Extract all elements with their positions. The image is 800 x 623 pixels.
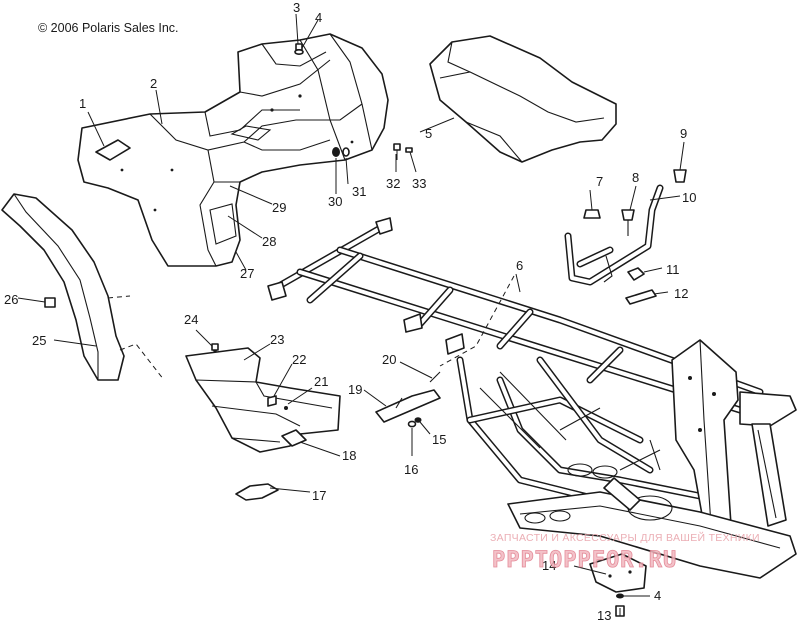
callout-20: 20 bbox=[382, 352, 396, 367]
fender-pad bbox=[95, 139, 131, 161]
callout-13: 13 bbox=[597, 608, 611, 623]
callout-3: 3 bbox=[293, 0, 300, 15]
callout-23: 23 bbox=[270, 332, 284, 347]
callout-7: 7 bbox=[596, 174, 603, 189]
seat bbox=[429, 35, 617, 163]
watermark: ЗАПЧАСТИ И АКСЕССУАРЫ ДЛЯ ВАШЕЙ ТЕХНИКИ … bbox=[490, 531, 760, 573]
callout-10: 10 bbox=[682, 190, 696, 205]
bracket-17 bbox=[235, 483, 279, 501]
fender-clip bbox=[44, 297, 56, 308]
callout-8: 8 bbox=[632, 170, 639, 185]
hardware bbox=[211, 43, 687, 617]
copyright-text: © 2006 Polaris Sales Inc. bbox=[38, 21, 179, 35]
callout-22: 22 bbox=[292, 352, 306, 367]
callout-2: 2 bbox=[150, 76, 157, 91]
callout-31: 31 bbox=[352, 184, 366, 199]
callout-11: 11 bbox=[666, 262, 680, 277]
watermark-brand: PPPTOPPFOR.RU bbox=[492, 548, 677, 573]
callout-29: 29 bbox=[272, 200, 286, 215]
callout-16: 16 bbox=[404, 462, 418, 477]
callout-1: 1 bbox=[79, 96, 86, 111]
leader-lines bbox=[17, 13, 685, 616]
callout-27: 27 bbox=[240, 266, 254, 281]
rear-fender-body bbox=[77, 33, 389, 267]
callout-30: 30 bbox=[328, 194, 342, 209]
rack-mount-bracket bbox=[564, 184, 664, 286]
callout-28: 28 bbox=[262, 234, 276, 249]
callout-32: 32 bbox=[386, 176, 400, 191]
callout-17: 17 bbox=[312, 488, 326, 503]
callout-12: 12 bbox=[674, 286, 688, 301]
side-fender-strip bbox=[1, 193, 125, 381]
callout-21: 21 bbox=[314, 374, 328, 389]
footwell-panel bbox=[185, 347, 341, 453]
callout-18: 18 bbox=[342, 448, 356, 463]
watermark-subtitle: ЗАПЧАСТИ И АКСЕССУАРЫ ДЛЯ ВАШЕЙ ТЕХНИКИ bbox=[490, 531, 760, 544]
small-plate bbox=[589, 553, 647, 593]
callout-26: 26 bbox=[4, 292, 18, 307]
callout-14: 14 bbox=[542, 558, 556, 573]
callout-4: 4 bbox=[315, 10, 322, 25]
callout-6: 6 bbox=[516, 258, 523, 273]
bar-bracket bbox=[375, 389, 441, 423]
callout-numbers: 1 2 3 4 5 6 7 8 9 10 11 12 13 4 14 15 16… bbox=[4, 0, 696, 623]
callout-25: 25 bbox=[32, 333, 46, 348]
callout-9: 9 bbox=[680, 126, 687, 141]
callout-19: 19 bbox=[348, 382, 362, 397]
callout-24: 24 bbox=[184, 312, 198, 327]
main-frame bbox=[267, 217, 797, 579]
callout-4-bottom: 4 bbox=[654, 588, 661, 603]
callout-5: 5 bbox=[425, 126, 432, 141]
callout-33: 33 bbox=[412, 176, 426, 191]
callout-15: 15 bbox=[432, 432, 446, 447]
